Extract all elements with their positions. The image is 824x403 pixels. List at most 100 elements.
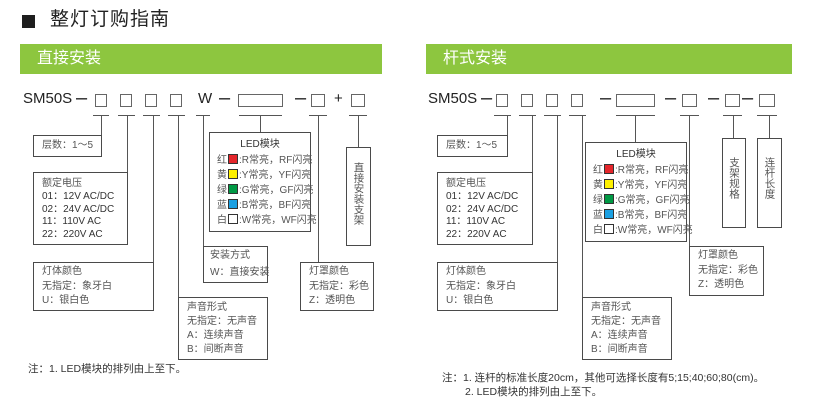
- led-option: 红:R常亮，RF闪亮: [217, 153, 312, 168]
- title-square-icon: [22, 15, 35, 28]
- voltage-option: 01：12V AC/DC: [42, 191, 115, 202]
- bracket-spec-box: 支架规格: [722, 138, 746, 228]
- code-separator: –: [600, 87, 612, 109]
- led-desc: :B常亮，BF闪亮: [615, 210, 688, 221]
- cover-color-option: 无指定：彩色: [698, 264, 758, 276]
- cover-color-option: 无指定：彩色: [309, 280, 369, 292]
- white-swatch-icon: [604, 224, 614, 234]
- code-slot-body-color: [546, 94, 558, 107]
- body-color-option: U：银白色: [42, 295, 90, 306]
- pole-mount-note-2: 2. LED模块的排列由上至下。: [465, 386, 603, 398]
- led-color-name: 蓝: [217, 200, 227, 211]
- mount-type-option: W：直接安装: [210, 266, 270, 278]
- led-option: 白:W常亮，WF闪亮: [217, 213, 317, 228]
- code-slot-layers: [496, 94, 508, 107]
- led-desc: :G常亮，GF闪亮: [615, 195, 690, 206]
- led-desc: :G常亮，GF闪亮: [239, 185, 314, 196]
- voltage-option: 22：220V AC: [446, 228, 507, 240]
- bracket-label: 直接安装支架: [352, 162, 365, 225]
- page-title: 整灯订购指南: [50, 9, 171, 30]
- code-slot-bracket: [351, 94, 365, 107]
- led-module-box: LED模块 红:R常亮，RF闪亮 黄:Y常亮，YF闪亮 绿:G常亮，GF闪亮 蓝…: [585, 142, 693, 242]
- code-slot-cover-color: [311, 94, 325, 107]
- led-desc: :Y常亮，YF闪亮: [239, 170, 312, 181]
- layers-box: 层数：1～5: [33, 135, 102, 157]
- body-color-box: 灯体颜色 无指定：象牙白 U：银白色: [437, 262, 558, 311]
- led-option: 蓝 :B常亮，BF闪亮: [217, 198, 312, 213]
- yellow-swatch-icon: [604, 179, 614, 189]
- white-swatch-icon: [228, 214, 238, 224]
- led-option: 白 :W常亮，WF闪亮: [593, 223, 693, 238]
- voltage-box: 额定电压 01：12V AC/DC 02：24V AC/DC 11：110V A…: [33, 172, 128, 245]
- body-color-title: 灯体颜色: [446, 266, 486, 277]
- body-color-option: 无指定：象牙白: [42, 280, 112, 292]
- led-option: 黄 :Y常亮，YF闪亮: [217, 168, 312, 183]
- led-module-box: LED模块 红:R常亮，RF闪亮 黄:Y常亮，YF闪亮 绿:G常亮，GF闪亮 蓝…: [209, 132, 317, 232]
- red-swatch-icon: [604, 164, 614, 174]
- code-slot-body-color: [145, 94, 157, 107]
- section-header-pole-mount: 杆式安装: [426, 44, 792, 74]
- yellow-swatch-icon: [228, 169, 238, 179]
- cover-color-option: Z：透明色: [309, 295, 356, 306]
- led-color-name: 白: [593, 225, 603, 236]
- led-option: 黄:Y常亮，YF闪亮: [593, 178, 688, 193]
- blue-swatch-icon: [228, 199, 238, 209]
- body-color-option: U：银白色: [446, 295, 494, 306]
- voltage-option: 01：12V AC/DC: [446, 191, 519, 202]
- red-swatch-icon: [228, 154, 238, 164]
- code-separator: –: [665, 87, 677, 109]
- cover-color-title: 灯罩颜色: [309, 266, 349, 277]
- sound-box: 声音形式 无指定：无声音 A：连续声音 B：间断声音: [582, 297, 672, 360]
- code-plus: +: [334, 90, 343, 107]
- code-slot-cover-color: [682, 94, 697, 107]
- led-desc: :B常亮，BF闪亮: [239, 200, 312, 211]
- voltage-option: 22：220V AC: [42, 228, 103, 240]
- voltage-option: 11：110V AC: [446, 216, 506, 227]
- body-color-box: 灯体颜色 无指定：象牙白 U：银白色: [33, 262, 154, 311]
- model-prefix: SM50S: [23, 90, 73, 107]
- code-slot-sound: [571, 94, 583, 107]
- sound-option: B：间断声音: [187, 344, 244, 355]
- led-module-title: LED模块: [616, 149, 656, 160]
- led-desc: :W常亮，WF闪亮: [615, 225, 693, 236]
- code-slot-voltage: [120, 94, 132, 107]
- sound-title: 声音形式: [187, 302, 227, 313]
- layers-label: 层数：1～5: [446, 140, 498, 151]
- section-header-direct-mount: 直接安装: [20, 44, 382, 74]
- led-module-title: LED模块: [240, 139, 280, 150]
- pole-length-label: 连杆长度: [763, 157, 776, 199]
- code-separator: –: [742, 87, 754, 109]
- code-slot-layers: [95, 94, 107, 107]
- code-separator: –: [76, 87, 88, 109]
- led-desc: :Y常亮，YF闪亮: [615, 180, 688, 191]
- code-separator: –: [295, 87, 307, 109]
- layers-label: 层数：1～5: [42, 140, 94, 151]
- led-color-name: 白: [217, 215, 227, 226]
- code-slot-bracket-spec: [725, 94, 740, 107]
- cover-color-box: 灯罩颜色 无指定：彩色 Z：透明色: [689, 246, 764, 296]
- code-separator: –: [481, 87, 493, 109]
- code-slot-pole-length: [759, 94, 775, 107]
- led-option: 绿 :G常亮，GF闪亮: [593, 193, 690, 208]
- sound-option: 无指定：无声音: [187, 316, 257, 327]
- layers-box: 层数：1～5: [437, 135, 508, 157]
- cover-color-title: 灯罩颜色: [698, 250, 738, 261]
- green-swatch-icon: [604, 194, 614, 204]
- code-slot-led-modules: [238, 94, 283, 107]
- led-color-name: 绿: [593, 195, 603, 206]
- voltage-title: 额定电压: [446, 178, 486, 189]
- sound-title: 声音形式: [591, 302, 631, 313]
- voltage-option: 02：24V AC/DC: [446, 203, 519, 215]
- led-color-name: 蓝: [593, 210, 603, 221]
- body-color-option: 无指定：象牙白: [446, 280, 516, 292]
- code-slot-sound: [170, 94, 182, 107]
- code-separator: –: [708, 87, 720, 109]
- code-slot-voltage: [521, 94, 533, 107]
- pole-length-box: 连杆长度: [757, 138, 782, 228]
- voltage-box: 额定电压 01：12V AC/DC 02：24V AC/DC 11：110V A…: [437, 172, 533, 245]
- bracket-box: 直接安装支架: [346, 147, 371, 246]
- cover-color-option: Z：透明色: [698, 279, 745, 290]
- sound-option: 无指定：无声音: [591, 316, 661, 327]
- led-color-name: 黄: [217, 170, 227, 181]
